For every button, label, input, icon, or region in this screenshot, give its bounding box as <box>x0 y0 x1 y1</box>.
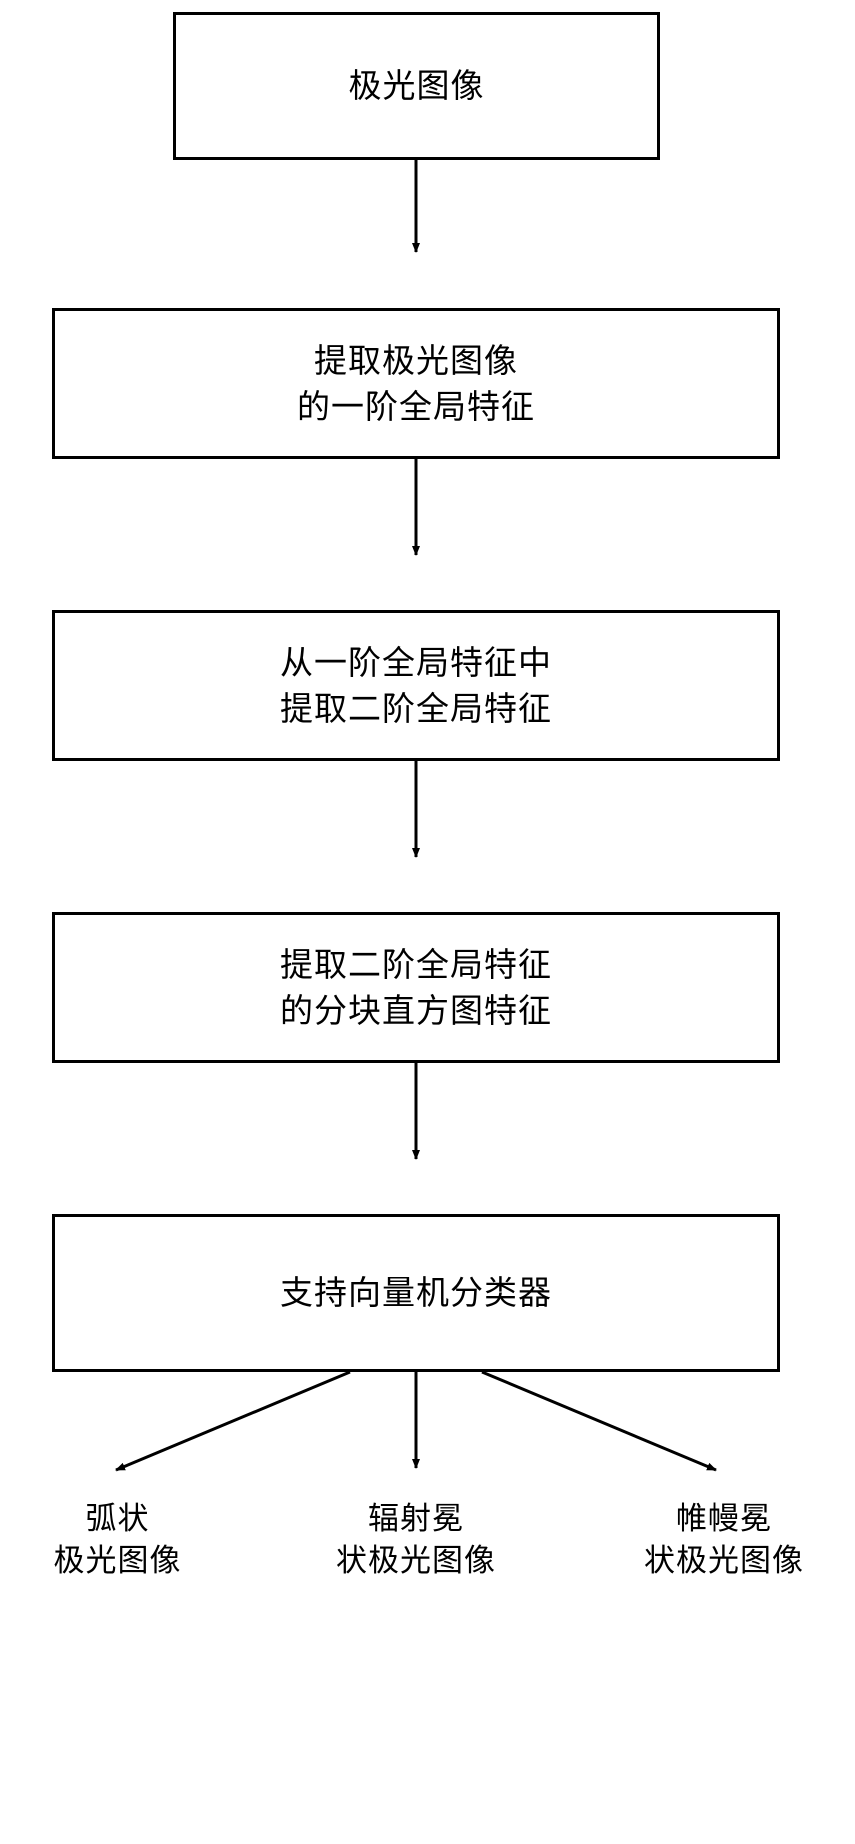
connector-step4-to-out3 <box>481 1370 717 1472</box>
node-step1-label: 提取极光图像 的一阶全局特征 <box>297 341 535 425</box>
connector-step4-to-out1 <box>115 1370 351 1472</box>
output-label-arc: 弧状 极光图像 <box>53 1501 182 1578</box>
output-label-radial-corona: 辐射冕 状极光图像 <box>336 1501 496 1578</box>
node-step1: 提取极光图像 的一阶全局特征 <box>52 308 780 459</box>
node-input-label: 极光图像 <box>348 67 485 105</box>
node-step2: 从一阶全局特征中 提取二阶全局特征 <box>52 610 780 761</box>
node-input: 极光图像 <box>173 12 660 160</box>
node-step4-label: 支持向量机分类器 <box>280 1274 552 1312</box>
node-step3-label: 提取二阶全局特征 的分块直方图特征 <box>280 945 552 1029</box>
node-step4: 支持向量机分类器 <box>52 1214 780 1372</box>
node-step2-label: 从一阶全局特征中 提取二阶全局特征 <box>280 643 552 727</box>
output-label-drapery-corona: 帷幔冕 状极光图像 <box>644 1501 804 1578</box>
node-step3: 提取二阶全局特征 的分块直方图特征 <box>52 912 780 1063</box>
